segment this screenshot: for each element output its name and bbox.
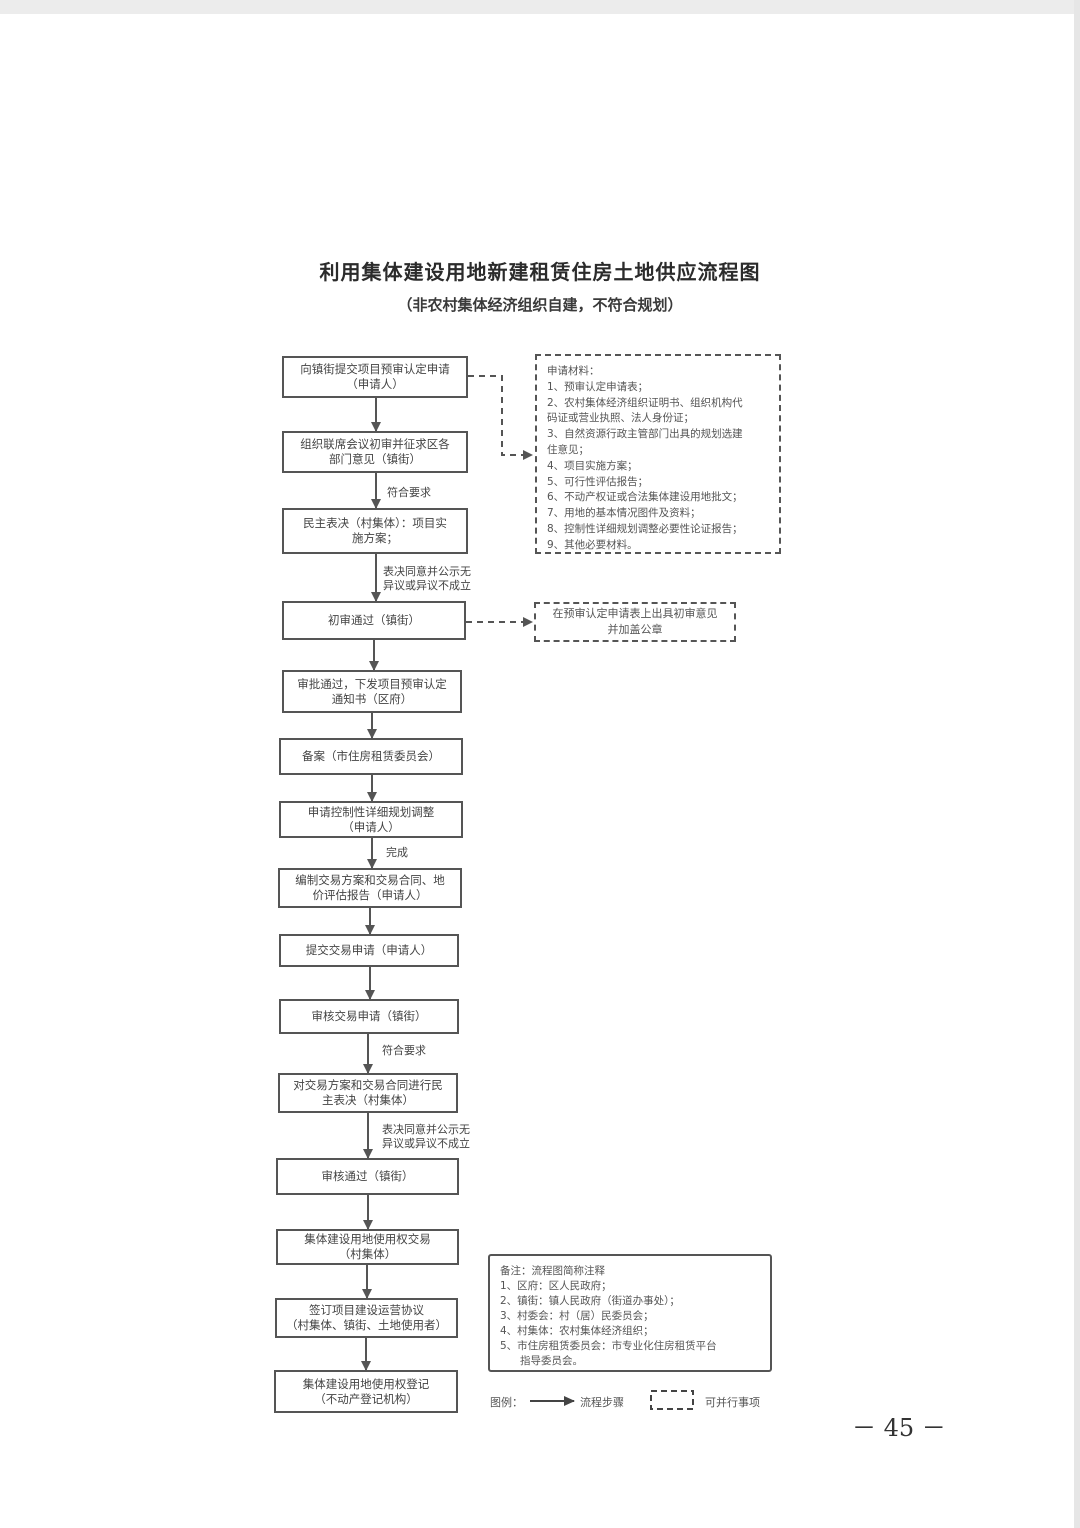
step-14-operation-agreement: 签订项目建设运营协议 （村集体、镇街、土地使用者） [275,1298,458,1338]
abbreviation-notes-box: 备注：流程图简称注释 1、区府：区人民政府； 2、镇街：镇人民政府（街道办事处）… [488,1254,772,1372]
materials-item: 5、可行性评估报告； [547,475,649,488]
step-12-review-approved: 审核通过（镇街） [276,1158,459,1195]
legend-flow-step: 流程步骤 [580,1396,624,1409]
notes-item: 1、区府：区人民政府； [500,1280,612,1292]
step-13-land-use-right-trade: 集体建设用地使用权交易 （村集体） [276,1229,459,1265]
step-5-approval-notice: 审批通过，下发项目预审认定 通知书（区府） [282,670,462,713]
step-4-preliminary-approved: 初审通过（镇街） [282,601,466,640]
application-materials-box: 申请材料： 1、预审认定申请表； 2、农村集体经济组织证明书、组织机构代 码证或… [535,354,781,554]
materials-item: 2、农村集体经济组织证明书、组织机构代 [547,396,743,409]
arrow-label-meets-requirements-2: 符合要求 [382,1044,426,1057]
materials-item: 8、控制性详细规划调整必要性论证报告； [547,522,743,535]
scan-top-edge [0,0,1080,14]
notes-heading: 备注：流程图简称注释 [500,1265,605,1277]
arrow-label-complete: 完成 [386,846,408,859]
materials-heading: 申请材料： [547,365,600,377]
step-15-land-use-right-registration: 集体建设用地使用权登记 （不动产登记机构） [274,1370,458,1413]
step-6-filing: 备案（市住房租赁委员会） [279,738,463,775]
arrow-label-vote-pass-2: 表决同意并公示无 异议或异议不成立 [382,1123,470,1150]
materials-item: 9、其他必要材料。 [547,538,638,551]
arrow-label-vote-pass-1: 表决同意并公示无 异议或异议不成立 [383,565,471,592]
notes-item: 3、村委会：村（居）民委员会； [500,1310,654,1322]
legend-label: 图例： [490,1396,523,1409]
dashed-link-materials [468,375,533,460]
notes-item: 指导委员会。 [500,1355,584,1367]
materials-item: 6、不动产权证或合法集体建设用地批文； [547,491,743,504]
step-8-trade-plan: 编制交易方案和交易合同、地 价评估报告（申请人） [278,868,462,908]
step-3-democratic-vote: 民主表决（村集体）：项目实 施方案； [282,508,468,554]
legend-parallel-item: 可并行事项 [705,1396,760,1409]
step-11-vote-trade-plan: 对交易方案和交易合同进行民 主表决（村集体） [278,1073,458,1113]
legend-flow-arrow-icon [530,1396,575,1406]
notes-item: 2、镇街：镇人民政府（街道办事处）； [500,1295,680,1307]
materials-item: 住意见； [547,443,589,456]
materials-item: 3、自然资源行政主管部门出具的规划选建 [547,428,743,441]
notes-item: 4、村集体：农村集体经济组织； [500,1325,654,1337]
materials-item: 码证或营业执照、法人身份证； [547,412,694,425]
arrow-label-meets-requirements-1: 符合要求 [387,486,431,499]
preliminary-opinion-text: 在预审认定申请表上出具初审意见 并加盖公章 [552,607,718,636]
preliminary-opinion-box: 在预审认定申请表上出具初审意见 并加盖公章 [534,602,736,642]
scan-right-edge [1074,0,1080,1528]
materials-item: 1、预审认定申请表； [547,380,649,393]
page-number: － 45 － [852,1414,946,1442]
page-subtitle: （非农村集体经济组织自建，不符合规划） [397,296,683,314]
step-9-submit-trade-application: 提交交易申请（申请人） [279,934,459,967]
step-2-joint-meeting-review: 组织联席会议初审并征求区各 部门意见（镇街） [282,431,468,473]
step-10-review-trade-application: 审核交易申请（镇街） [279,999,459,1034]
materials-item: 4、项目实施方案； [547,459,638,472]
step-1-preaudit-application: 向镇街提交项目预审认定申请 （申请人） [282,356,468,398]
notes-item: 5、市住房租赁委员会：市专业化住房租赁平台 [500,1340,717,1352]
materials-item: 7、用地的基本情况图件及资料； [547,507,701,520]
step-7-plan-adjustment: 申请控制性详细规划调整 （申请人） [279,801,463,838]
page-title: 利用集体建设用地新建租赁住房土地供应流程图 [319,260,761,284]
legend-dashed-box-icon [650,1390,694,1410]
